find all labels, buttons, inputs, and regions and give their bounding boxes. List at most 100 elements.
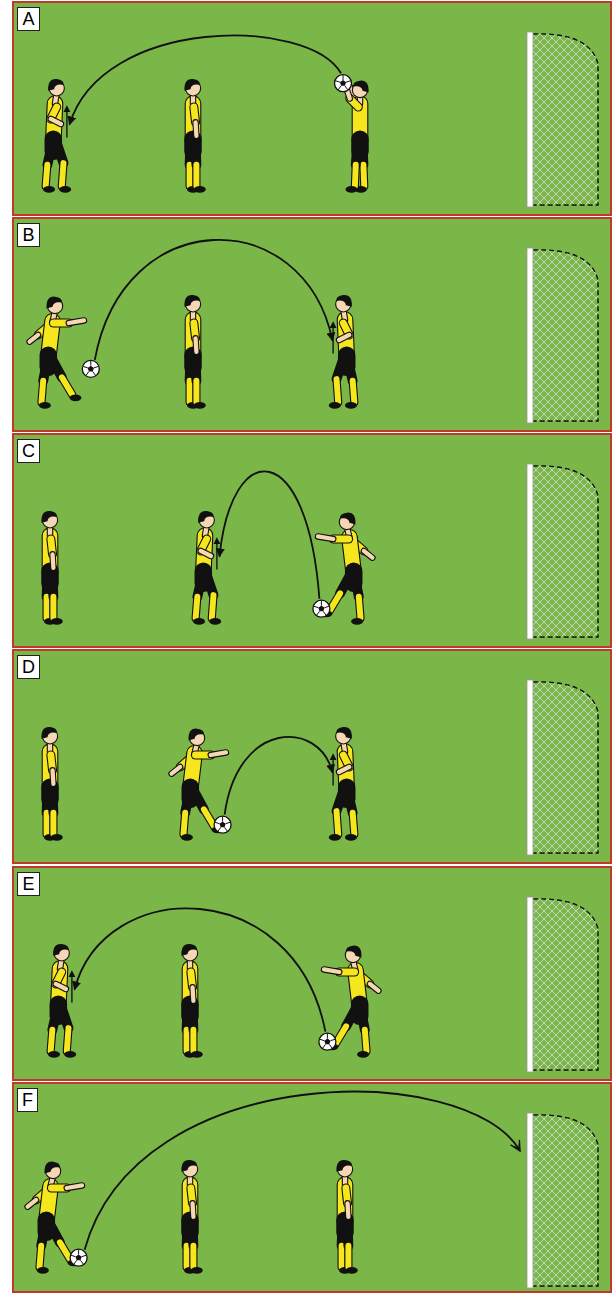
ball-seam <box>80 1260 83 1264</box>
limb-outline <box>49 554 56 568</box>
drill-panel <box>13 867 611 1080</box>
limb-outline <box>40 1246 42 1267</box>
shoe <box>191 1267 203 1274</box>
limb-outline <box>336 1026 346 1043</box>
drill-panel <box>13 1083 611 1292</box>
limb-outline <box>192 338 199 352</box>
ball-seam <box>222 817 223 822</box>
limb <box>62 377 72 394</box>
hair <box>45 1162 60 1174</box>
ball-seam <box>338 86 341 90</box>
ball-body <box>335 75 352 92</box>
shoe <box>48 1051 60 1058</box>
limb-outline <box>330 593 340 610</box>
drill-panel <box>13 434 611 647</box>
goal-net <box>533 250 598 421</box>
limb <box>336 1026 346 1043</box>
shoe <box>181 834 193 841</box>
ball-seam <box>321 601 322 606</box>
limb-outline <box>192 122 199 136</box>
limb <box>370 984 379 991</box>
chest-control-arrowhead <box>69 970 76 977</box>
limb <box>44 597 50 618</box>
limb-outline <box>324 969 339 972</box>
player-figure <box>184 295 205 409</box>
limb-outline <box>56 984 66 989</box>
goal <box>527 464 598 639</box>
hair <box>48 79 63 91</box>
hair <box>184 79 199 91</box>
player-figure <box>41 511 62 625</box>
player-figure <box>30 297 84 409</box>
shoe <box>345 834 357 841</box>
ball-patch <box>88 366 94 372</box>
limb-outline <box>189 1030 197 1051</box>
goal-net-outline <box>533 34 598 205</box>
ball-seam <box>323 611 326 615</box>
goal-net-outline <box>533 1115 598 1286</box>
hair <box>181 944 196 956</box>
pitch-panel <box>13 2 611 215</box>
goal-net-outline <box>533 899 598 1070</box>
limb <box>193 381 199 402</box>
player-figure <box>346 81 369 193</box>
panel-label-box: C <box>17 439 40 463</box>
limb-outline <box>359 165 368 186</box>
drill-panel <box>13 218 611 431</box>
player-figure <box>48 944 76 1058</box>
ball-body <box>313 600 330 617</box>
limb <box>324 969 339 972</box>
limb <box>196 597 198 618</box>
goal <box>527 32 598 207</box>
hair <box>184 295 199 307</box>
panel-label-box: F <box>17 1088 38 1112</box>
soccer-ball <box>70 1249 87 1266</box>
limb <box>337 379 339 402</box>
limb <box>184 1030 190 1051</box>
chest-control-arrowhead <box>330 321 337 328</box>
ball-seam <box>82 1255 87 1256</box>
limb <box>345 1246 351 1267</box>
chest-control-arrowhead <box>64 105 71 112</box>
limb-outline <box>204 809 214 826</box>
ball-seam <box>329 1044 332 1048</box>
limb-outline <box>30 335 39 342</box>
limb <box>50 554 55 568</box>
chest-control-arrow <box>216 541 217 570</box>
ball-seam <box>346 81 351 82</box>
hair <box>41 727 56 739</box>
ball-seam <box>93 372 96 376</box>
limb <box>50 597 56 618</box>
goal <box>527 1113 598 1288</box>
limb-outline <box>353 813 355 834</box>
limb <box>190 987 195 1001</box>
limb <box>364 551 373 558</box>
limb <box>193 338 198 352</box>
limb <box>339 1246 345 1267</box>
panel-letter: A <box>19 8 37 30</box>
limb-outline <box>67 1185 82 1188</box>
chest-control-arrowhead <box>330 753 337 760</box>
limb-outline <box>337 811 339 834</box>
limb <box>337 811 339 834</box>
limb-outline <box>201 551 211 556</box>
ball-seam <box>323 1044 326 1048</box>
limb <box>51 1030 53 1051</box>
goal-post <box>527 32 533 207</box>
panel-letter: B <box>19 224 37 246</box>
limb <box>30 335 39 342</box>
limb <box>365 1030 367 1051</box>
limb <box>28 1200 37 1207</box>
hair <box>336 295 351 307</box>
soccer-ball <box>313 600 330 617</box>
hair <box>198 511 213 523</box>
ball-seam <box>83 366 88 367</box>
limb <box>353 381 355 402</box>
limb-outline <box>60 1242 70 1259</box>
limb <box>184 1246 190 1267</box>
hair <box>181 1160 196 1172</box>
limb-outline <box>339 335 349 340</box>
limb <box>353 813 355 834</box>
